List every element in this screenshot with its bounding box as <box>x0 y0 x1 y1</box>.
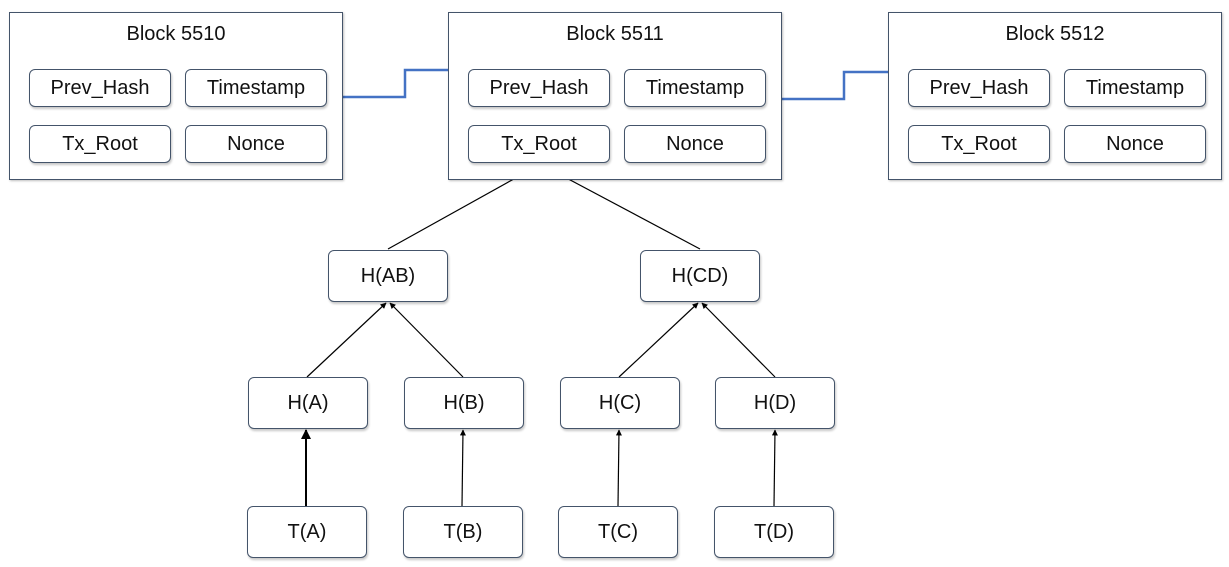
merkle-node-hab: H(AB) <box>328 250 448 302</box>
merkle-node-ha: H(A) <box>248 377 368 429</box>
transaction-leaf-c: T(C) <box>558 506 678 558</box>
timestamp-field: Timestamp <box>185 69 327 107</box>
tree-arrow-hd-to-hcd <box>701 302 776 378</box>
nonce-field: Nonce <box>624 125 766 163</box>
block-title: Block 5510 <box>126 23 226 45</box>
block-5511: Block 5511 Prev_Hash Timestamp Tx_Root N… <box>448 12 782 180</box>
tx-root-field: Tx_Root <box>29 125 171 163</box>
merkle-node-hb: H(B) <box>404 377 524 429</box>
transaction-leaf-b: T(B) <box>403 506 523 558</box>
timestamp-field: Timestamp <box>1064 69 1206 107</box>
tree-arrow-hb-to-hab <box>389 302 464 378</box>
block-5512: Block 5512 Prev_Hash Timestamp Tx_Root N… <box>888 12 1222 180</box>
merkle-node-hd: H(D) <box>715 377 835 429</box>
nonce-field: Nonce <box>1064 125 1206 163</box>
block-title: Block 5512 <box>1005 23 1105 45</box>
merkle-node-hcd: H(CD) <box>640 250 760 302</box>
merkle-node-hc: H(C) <box>560 377 680 429</box>
block-title: Block 5511 <box>566 23 664 45</box>
block-5510: Block 5510 Prev_Hash Timestamp Tx_Root N… <box>9 12 343 180</box>
tree-arrow-td-to-hd <box>771 429 778 507</box>
transaction-leaf-d: T(D) <box>714 506 834 558</box>
tree-arrow-ha-to-hab <box>306 302 387 378</box>
tree-arrow-tc-to-hc <box>615 429 622 507</box>
timestamp-field: Timestamp <box>624 69 766 107</box>
prev-hash-field: Prev_Hash <box>908 69 1050 107</box>
nonce-field: Nonce <box>185 125 327 163</box>
tree-arrow-hc-to-hcd <box>618 302 699 378</box>
prev-hash-field: Prev_Hash <box>29 69 171 107</box>
transaction-leaf-a: T(A) <box>247 506 367 558</box>
tx-root-field: Tx_Root <box>468 125 610 163</box>
tree-arrow-tb-to-hb <box>459 429 466 507</box>
prev-hash-field: Prev_Hash <box>468 69 610 107</box>
tx-root-field: Tx_Root <box>908 125 1050 163</box>
